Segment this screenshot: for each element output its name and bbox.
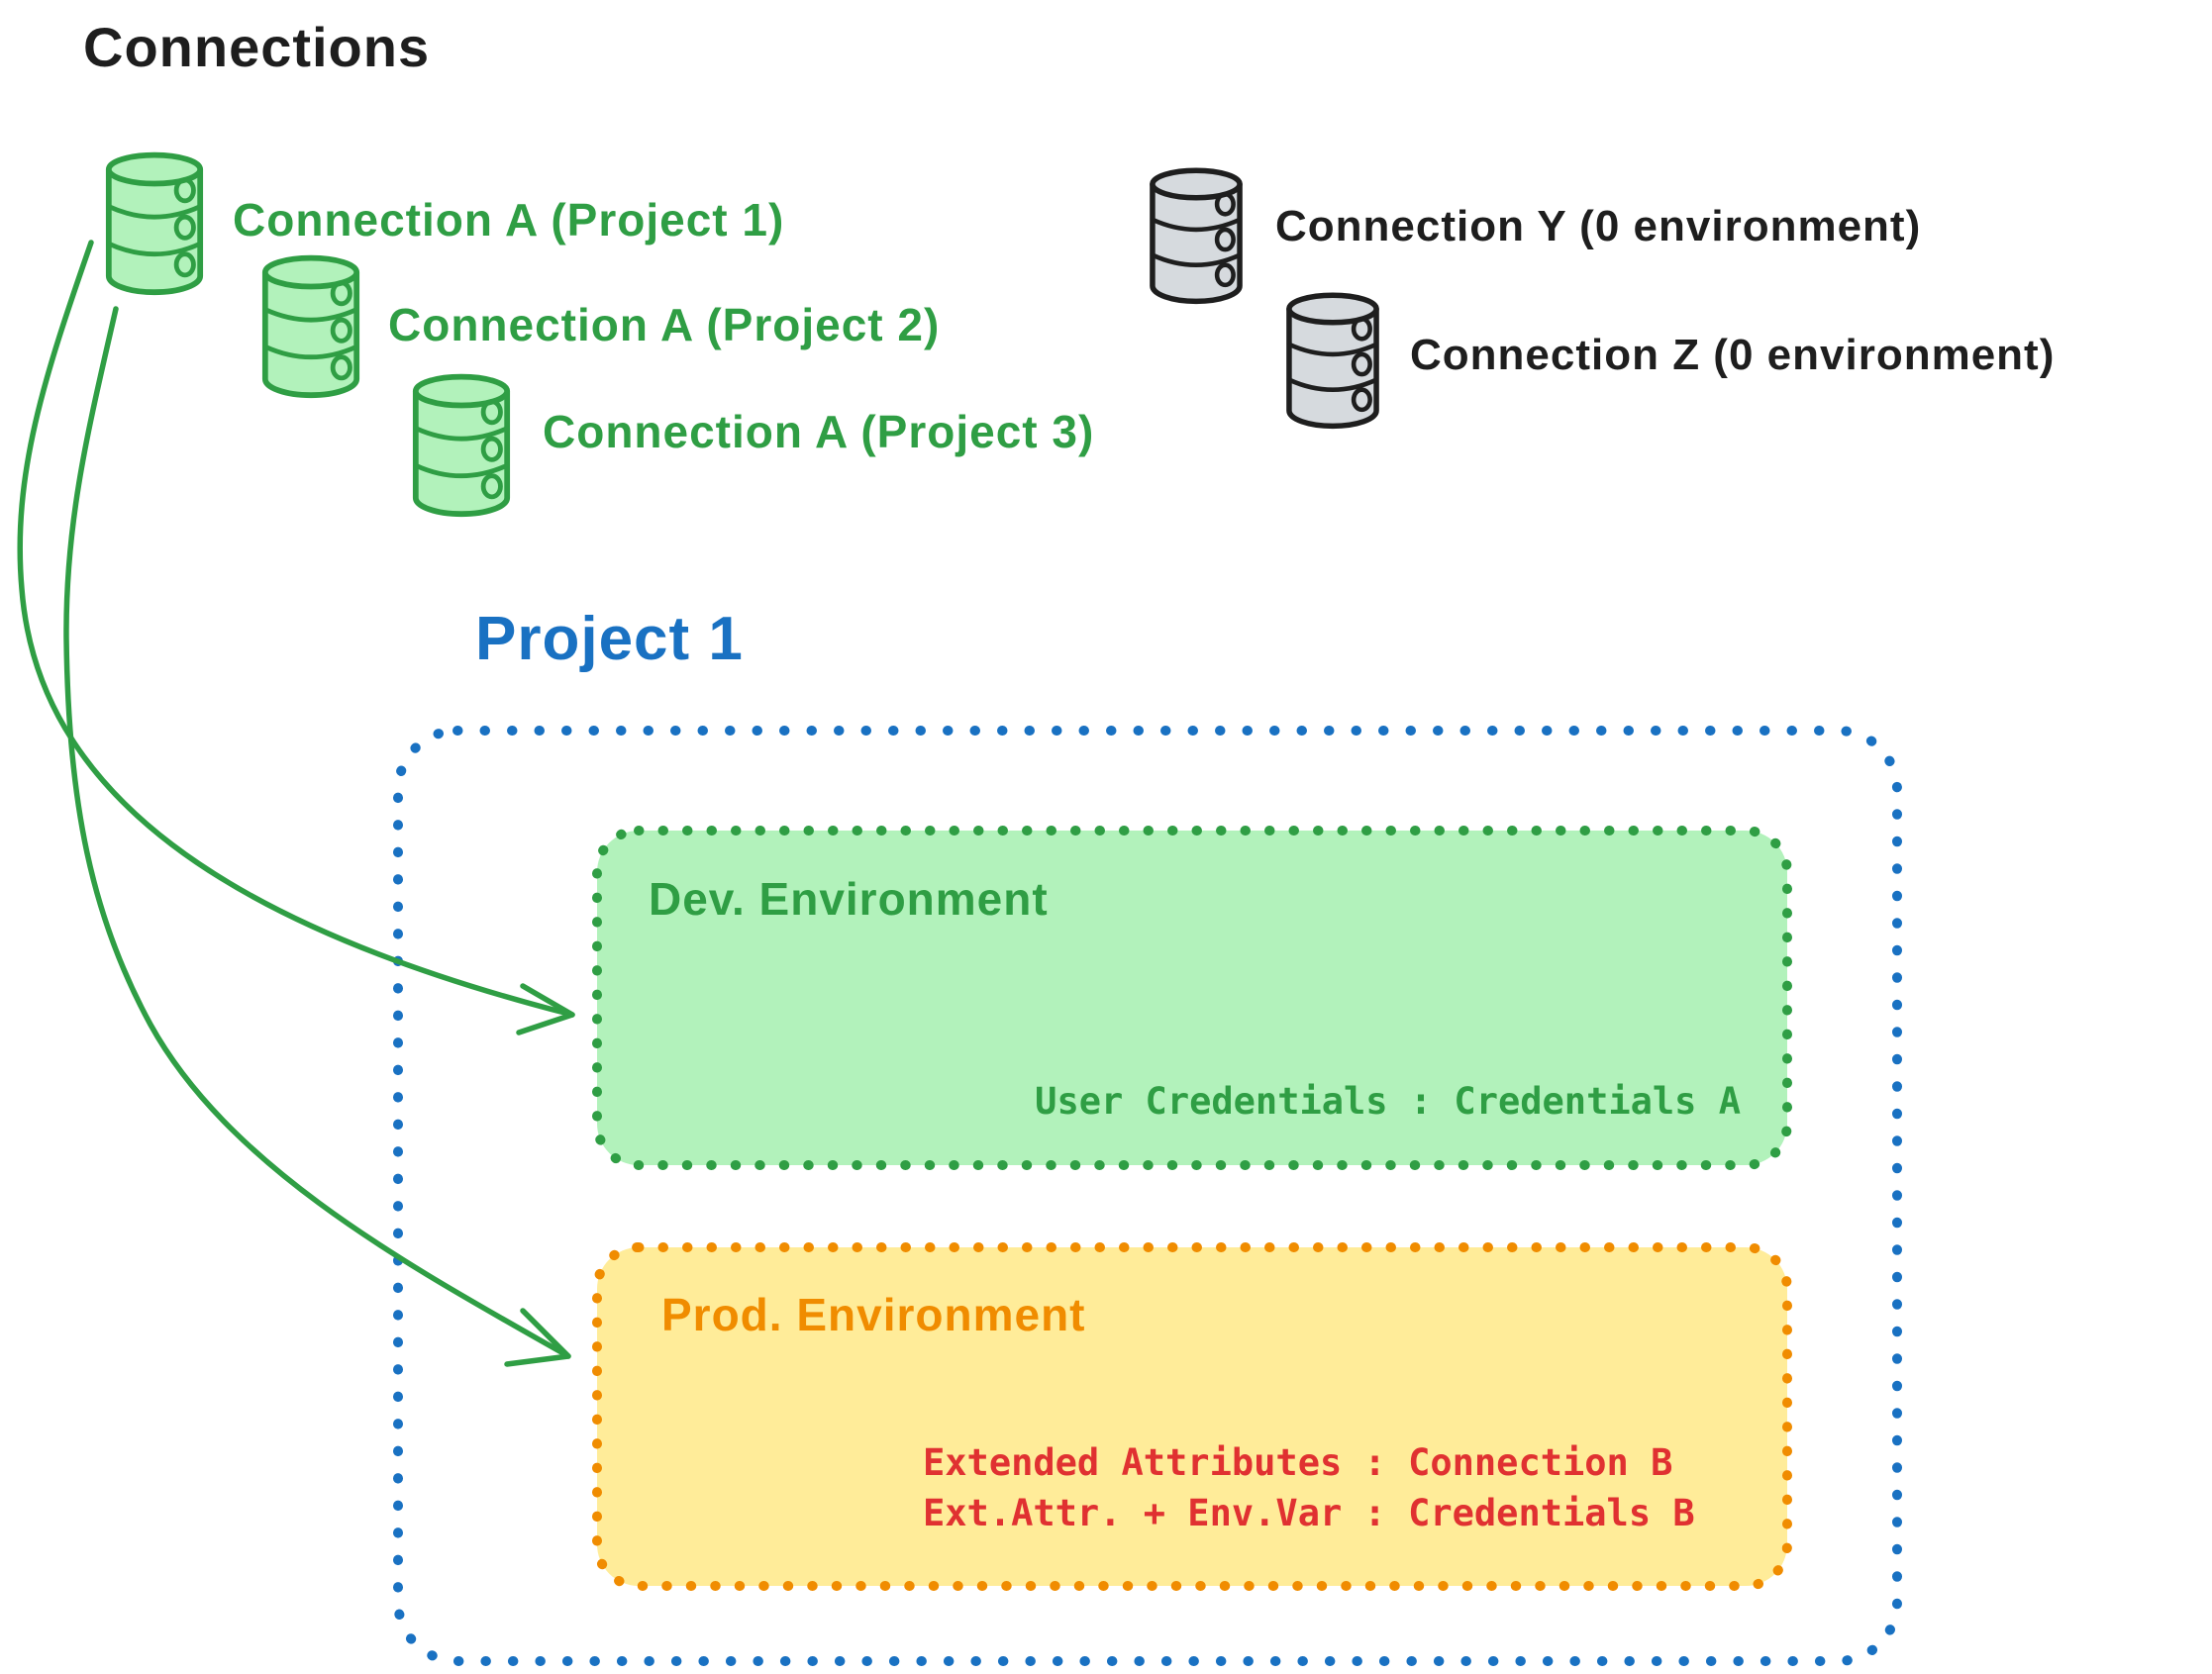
arrow-connection-a-to-dev: [17, 240, 575, 1035]
database-icon-connection-a-project-2: [264, 257, 357, 396]
diagram-title: Connections: [83, 16, 431, 78]
prod-mapping-ext-attr-env-var: Ext.Attr. + Env.Var : Credentials B: [923, 1492, 1695, 1535]
prod-environment-title: Prod. Environment: [661, 1289, 1086, 1340]
database-icon-connection-a-project-3: [415, 376, 508, 515]
dev-environment-credentials-mapping: User Credentials : Credentials A: [1035, 1080, 1741, 1123]
arrow-connection-a-to-prod: [63, 306, 571, 1367]
connection-y-label: Connection Y (0 environment): [1275, 202, 1922, 250]
dev-environment-box: [592, 826, 1792, 1170]
prod-environment-mappings: Extended Attributes : Connection B Ext.A…: [923, 1437, 1695, 1538]
dev-environment-title: Dev. Environment: [649, 873, 1049, 925]
database-icon-connection-a-project-1: [108, 154, 201, 293]
connection-a-project-1-label: Connection A (Project 1): [233, 194, 785, 246]
connection-z-label: Connection Z (0 environment): [1410, 331, 2056, 379]
prod-mapping-extended-attributes: Extended Attributes : Connection B: [923, 1441, 1673, 1484]
project-1-title: Project 1: [475, 605, 744, 673]
project-1-container-box: [393, 726, 1902, 1666]
database-icon-connection-y: [1152, 170, 1241, 302]
connection-a-project-3-label: Connection A (Project 3): [543, 406, 1095, 457]
connection-a-project-2-label: Connection A (Project 2): [388, 299, 941, 350]
prod-environment-box: [592, 1242, 1792, 1591]
database-icon-connection-z: [1288, 295, 1377, 427]
